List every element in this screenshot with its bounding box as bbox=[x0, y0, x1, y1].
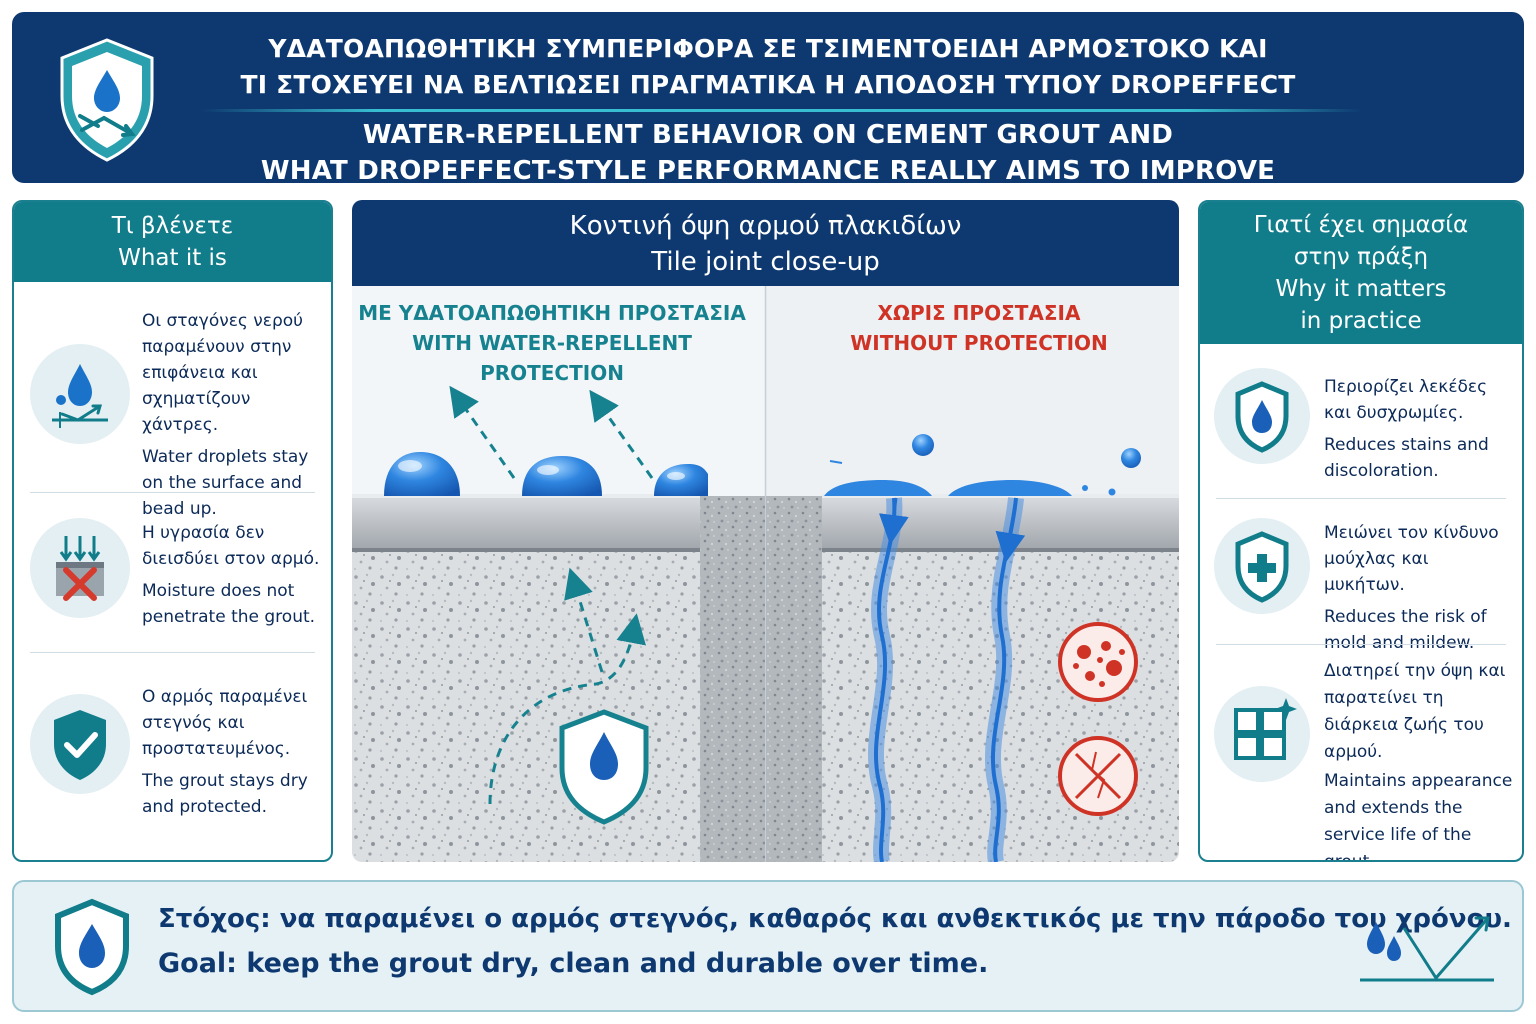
grout-cross-section-diagram bbox=[352, 286, 1179, 862]
shield-drop-icon bbox=[1214, 368, 1310, 464]
drops-trend-arrow-icon bbox=[1360, 916, 1494, 982]
tile-joint-closeup-panel: Κοντινή όψη αρμού πλακιδίων Tile joint c… bbox=[352, 200, 1179, 862]
stains-text-en: Reduces stains and discoloration. bbox=[1324, 435, 1489, 481]
header-divider bbox=[202, 109, 1362, 112]
shield-check-icon bbox=[30, 694, 130, 794]
why-it-matters-header: Γιατί έχει σημασία στην πράξη Why it mat… bbox=[1200, 202, 1522, 344]
mold-text-gr: Μειώνει τον κίνδυνο μούχλας και μυκήτων. bbox=[1324, 523, 1499, 595]
shield-drop-icon bbox=[55, 898, 129, 996]
what-it-is-panel: Τι βλένετε What it is Οι σταγόνες νερού … bbox=[12, 200, 333, 862]
header-banner: ΥΔΑΤΟΑΠΩΘΗΤΙΚΗ ΣΥΜΠΕΡΙΦΟΡΑ ΣΕ ΤΣΙΜΕΝΤΟΕΙ… bbox=[12, 12, 1524, 186]
closeup-illustration: ΜΕ ΥΔΑΤΟΑΠΩΘΗΤΙΚΗ ΠΡΟΣΤΑΣΙΑ WITH WATER-R… bbox=[352, 286, 1179, 862]
without-protection-label: ΧΩΡΙΣ ΠΡΟΣΤΑΣΙΑ WITHOUT PROTECTION bbox=[779, 298, 1179, 358]
why-it-matters-panel: Γιατί έχει σημασία στην πράξη Why it mat… bbox=[1198, 200, 1524, 862]
mold-text-en: Reduces the risk of mold and mildew. bbox=[1324, 607, 1487, 653]
what-it-is-title-en: What it is bbox=[118, 245, 227, 271]
what-it-is-title-gr: Τι βλένετε bbox=[111, 213, 234, 239]
droplet-bead-icon bbox=[30, 344, 130, 444]
title-english-line-2: WHAT DROPEFFECT-STYLE PERFORMANCE REALLY… bbox=[260, 156, 1276, 186]
divider bbox=[30, 492, 315, 493]
title-greek-line-2: ΤΙ ΣΤΟΧΕΥΕΙ ΝΑ ΒΕΛΤΙΩΣΕΙ ΠΡΑΓΜΑΤΙΚΑ Η ΑΠ… bbox=[240, 70, 1296, 99]
protected-text-gr: Ο αρμός παραμένει στεγνός και προστατευμ… bbox=[142, 687, 308, 759]
why-title-en-line-2: in practice bbox=[1300, 308, 1422, 334]
without-protection-label-en: WITHOUT PROTECTION bbox=[850, 331, 1108, 355]
service-life-text-en: Maintains appearance and extends the ser… bbox=[1324, 771, 1513, 862]
with-protection-label-gr: ΜΕ ΥΔΑΤΟΑΠΩΘΗΤΙΚΗ ΠΡΟΣΤΑΣΙΑ bbox=[358, 301, 746, 325]
divider bbox=[1216, 498, 1506, 499]
divider bbox=[30, 652, 315, 653]
beading-text-en: Water droplets stay on the surface and b… bbox=[142, 447, 309, 519]
with-protection-label: ΜΕ ΥΔΑΤΟΑΠΩΘΗΤΙΚΗ ΠΡΟΣΤΑΣΙΑ WITH WATER-R… bbox=[352, 298, 752, 388]
divider bbox=[1216, 644, 1506, 645]
shield-drop-logo-icon bbox=[60, 38, 154, 162]
goal-text-en: Goal: keep the grout dry, clean and dura… bbox=[158, 948, 989, 979]
closeup-title-en: Tile joint close-up bbox=[651, 247, 880, 277]
no-penetration-icon bbox=[30, 518, 130, 618]
no-penetration-text-en: Moisture does not penetrate the grout. bbox=[142, 581, 316, 627]
goal-text-gr: Στόχος: να παραμένει ο αρμός στεγνός, κα… bbox=[158, 904, 1512, 934]
no-penetration-text-gr: Η υγρασία δεν διεισδύει στον αρμό. bbox=[142, 523, 320, 569]
beading-text-gr: Οι σταγόνες νερού παραμένουν στην επιφάν… bbox=[142, 311, 303, 435]
without-protection-label-gr: ΧΩΡΙΣ ΠΡΟΣΤΑΣΙΑ bbox=[877, 301, 1081, 325]
tiles-sparkle-icon bbox=[1214, 686, 1310, 782]
title-english-line-1: WATER-REPELLENT BEHAVIOR ON CEMENT GROUT… bbox=[362, 120, 1174, 150]
service-life-text-gr: Διατηρεί την όψη και παρατείνει τη διάρκ… bbox=[1324, 661, 1506, 762]
title-greek-line-1: ΥΔΑΤΟΑΠΩΘΗΤΙΚΗ ΣΥΜΠΕΡΙΦΟΡΑ ΣΕ ΤΣΙΜΕΝΤΟΕΙ… bbox=[268, 34, 1268, 63]
what-it-is-header: Τι βλένετε What it is bbox=[14, 202, 331, 282]
why-title-gr-line-1: Γιατί έχει σημασία bbox=[1253, 212, 1469, 238]
closeup-header: Κοντινή όψη αρμού πλακιδίων Tile joint c… bbox=[352, 200, 1179, 286]
with-protection-label-en: WITH WATER-REPELLENT PROTECTION bbox=[412, 331, 692, 385]
why-title-en-line-1: Why it matters bbox=[1275, 276, 1447, 302]
protected-text-en: The grout stays dry and protected. bbox=[142, 771, 308, 817]
why-title-gr-line-2: στην πράξη bbox=[1293, 244, 1429, 270]
stains-text-gr: Περιορίζει λεκέδες και δυσχρωμίες. bbox=[1324, 377, 1488, 423]
closeup-title-gr: Κοντινή όψη αρμού πλακιδίων bbox=[569, 211, 962, 241]
shield-cross-icon bbox=[1214, 518, 1310, 614]
goal-banner: Στόχος: να παραμένει ο αρμός στεγνός, κα… bbox=[12, 880, 1524, 1012]
